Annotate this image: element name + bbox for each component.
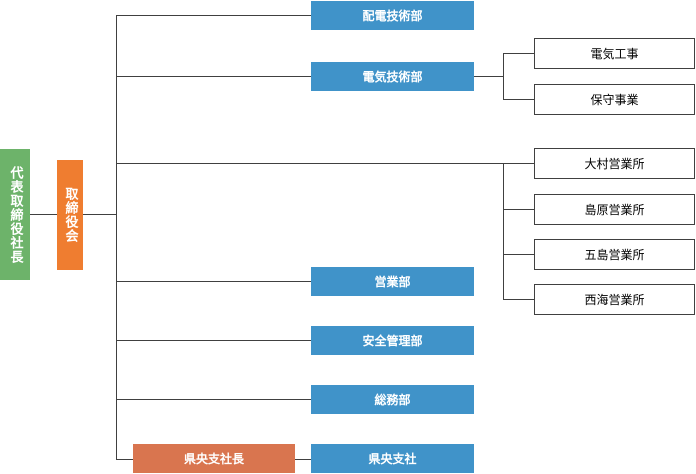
connector-denki-out bbox=[474, 76, 503, 77]
anzen-department-box: 安全管理部 bbox=[311, 326, 474, 355]
eigyo-department-box: 営業部 bbox=[311, 267, 474, 296]
connector-office-4 bbox=[503, 299, 534, 300]
ceo-box: 代表取締役社長 bbox=[0, 149, 30, 280]
connector-kenou-manager bbox=[116, 459, 133, 460]
connector-board-spine bbox=[83, 214, 116, 215]
connector-denki bbox=[116, 76, 311, 77]
connector-main-spine bbox=[116, 15, 117, 459]
denki-unit-box: 保守事業 bbox=[534, 84, 695, 115]
somu-department-box: 総務部 bbox=[311, 385, 474, 414]
connector-anzen bbox=[116, 340, 311, 341]
connector-offices-branch bbox=[116, 163, 534, 164]
kenou-branch-box: 県央支社 bbox=[311, 444, 474, 473]
connector-office-3 bbox=[503, 254, 534, 255]
connector-office-2 bbox=[503, 209, 534, 210]
denki-department-box: 電気技術部 bbox=[311, 62, 474, 91]
connector-somu bbox=[116, 399, 311, 400]
connector-eigyo bbox=[116, 281, 311, 282]
connector-denki-unit-2 bbox=[503, 99, 534, 100]
connector-denki-spine bbox=[503, 53, 504, 100]
board-box: 取締役会 bbox=[57, 160, 83, 270]
connector-offices-spine bbox=[503, 163, 504, 300]
sales-office-box: 西海営業所 bbox=[534, 284, 695, 315]
sales-office-box: 島原営業所 bbox=[534, 194, 695, 225]
denki-unit-box: 電気工事 bbox=[534, 38, 695, 69]
connector-haiden bbox=[116, 15, 311, 16]
sales-office-box: 五島営業所 bbox=[534, 239, 695, 270]
connector-kenou bbox=[295, 459, 311, 460]
haiden-department-box: 配電技術部 bbox=[311, 1, 474, 30]
sales-office-box: 大村営業所 bbox=[534, 148, 695, 179]
kenou-manager-box: 県央支社長 bbox=[133, 444, 295, 473]
connector-ceo-board bbox=[30, 214, 57, 215]
connector-denki-unit-1 bbox=[503, 53, 534, 54]
